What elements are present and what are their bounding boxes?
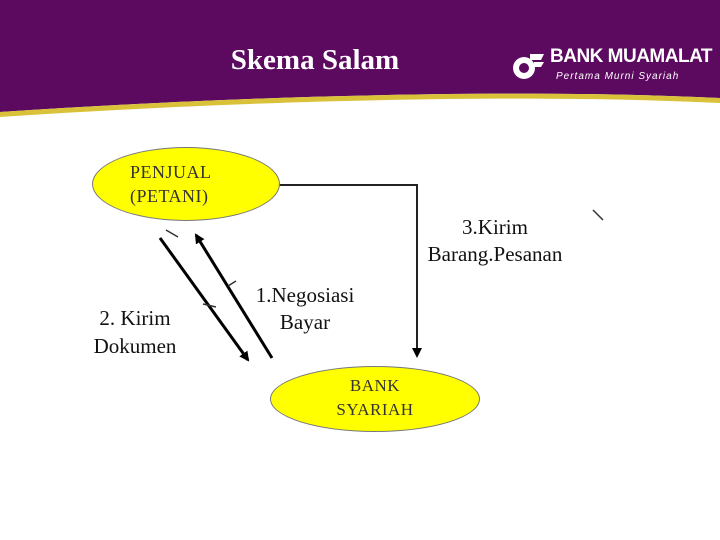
tick-mark-right [592, 209, 604, 221]
penjual-node [92, 147, 280, 221]
step3-label-line1: 3.Kirim [462, 215, 528, 239]
step3-label-line2: Barang.Pesanan [427, 242, 563, 266]
step2-arrow [158, 237, 250, 362]
step2-label-line2: Dokumen [93, 334, 177, 358]
step1-label-line1: 1.Negosiasi [255, 283, 355, 307]
step1-arrow [194, 233, 274, 359]
tick-mark-low [202, 303, 217, 308]
penjual-label-line2: (PETANI) [130, 186, 209, 206]
bank-label-line1: BANK [349, 376, 401, 395]
step3-connector-arrow [279, 184, 422, 358]
bank-label-line2: SYARIAH [336, 400, 414, 419]
header-gold-stripe [0, 93, 720, 117]
page-title: Skema Salam [230, 44, 400, 76]
bank-logo-icon [513, 54, 544, 79]
tick-mark-top [165, 229, 179, 238]
step1-label-line2: Bayar [279, 310, 331, 334]
step2-label-line1: 2. Kirim [99, 306, 171, 330]
bank-logo-name: BANK MUAMALAT [550, 46, 713, 67]
header-background [0, 0, 720, 117]
bank-logo-tagline: Pertama Murni Syariah [556, 71, 680, 82]
tick-mark-mid [227, 280, 237, 287]
penjual-label-line1: PENJUAL [130, 162, 212, 182]
header-band: Skema Salam BANK MUAMALAT Pertama Murni … [0, 0, 720, 118]
bank-syariah-node [270, 366, 480, 432]
bank-logo: BANK MUAMALAT Pertama Murni Syariah [508, 46, 713, 94]
